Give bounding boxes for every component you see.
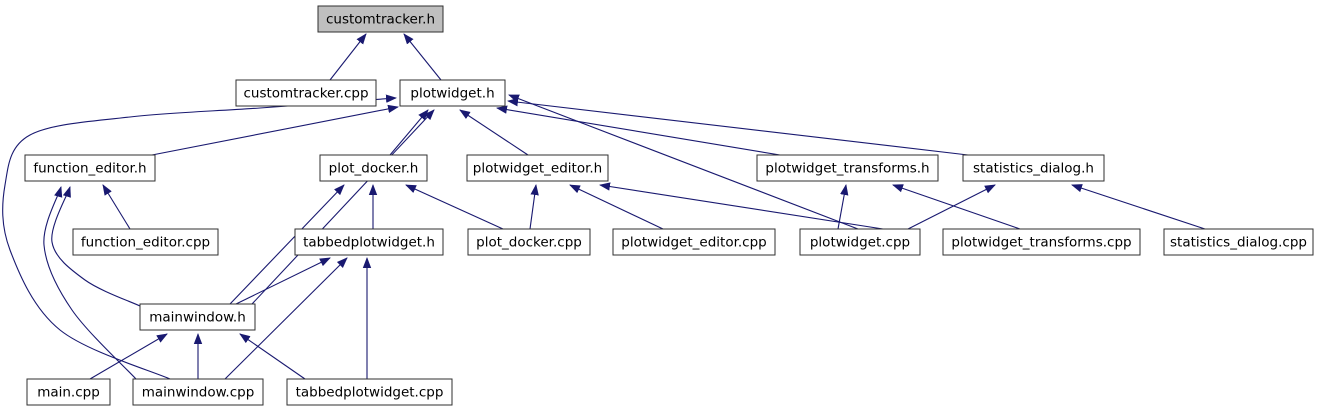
node-customtracker-cpp[interactable]: customtracker.cpp	[235, 79, 377, 107]
edge-mainwindow_h-to-plotwidget_h	[251, 109, 435, 305]
edge-mainwindow_h-to-tabbedplotwidget_h	[235, 257, 331, 305]
node-label: function_editor.cpp	[81, 235, 210, 251]
node-box[interactable]	[399, 79, 506, 107]
node-mainwindow-h[interactable]: mainwindow.h	[139, 303, 256, 331]
edge-plot_docker_cpp-to-plotwidget_editor_h	[529, 184, 539, 230]
node-label: plotwidget_transforms.cpp	[951, 235, 1131, 251]
node-plot-docker-cpp[interactable]: plot_docker.cpp	[467, 228, 591, 256]
node-label: statistics_dialog.h	[973, 161, 1094, 177]
node-label: tabbedplotwidget.h	[303, 235, 435, 251]
node-plotwidget-editor-h[interactable]: plotwidget_editor.h	[466, 154, 609, 182]
node-label: customtracker.h	[326, 12, 435, 28]
edge-function_editor_cpp-to-function_editor_h	[102, 184, 131, 230]
node-mainwindow-cpp[interactable]: mainwindow.cpp	[132, 378, 264, 406]
edge-customtracker_cpp-to-customtracker_h	[329, 33, 367, 81]
node-box[interactable]	[319, 154, 428, 182]
node-plotwidget-editor-cpp[interactable]: plotwidget_editor.cpp	[612, 228, 776, 256]
node-label: statistics_dialog.cpp	[1170, 235, 1307, 251]
node-box[interactable]	[962, 154, 1105, 182]
node-label: plotwidget_editor.h	[473, 161, 603, 177]
node-box[interactable]	[24, 154, 156, 182]
node-label: plotwidget.h	[410, 86, 494, 102]
node-label: plotwidget_editor.cpp	[621, 235, 767, 251]
edge-plotwidget_cpp-to-plotwidget_transforms_h	[837, 184, 849, 230]
edge-mainwindow_h-to-function_editor_h	[51, 186, 141, 307]
edge-statistics_dialog_cpp-to-statistics_dialog_h	[1071, 184, 1206, 230]
edge-mainwindow_cpp-to-function_editor_h	[43, 186, 137, 380]
node-plotwidget-h[interactable]: plotwidget.h	[399, 79, 506, 107]
node-label: plot_docker.h	[329, 161, 419, 177]
node-box[interactable]	[1163, 228, 1314, 256]
edge-statistics_dialog_h-to-plotwidget_h	[507, 97, 969, 156]
node-box[interactable]	[942, 228, 1141, 256]
edge-plotwidget_transforms_h-to-plotwidget_h	[496, 105, 781, 156]
edge-plotwidget_cpp-to-plotwidget_h	[508, 94, 859, 230]
node-plotwidget-transforms-h[interactable]: plotwidget_transforms.h	[756, 154, 939, 182]
node-label: mainwindow.cpp	[142, 385, 255, 401]
node-box[interactable]	[799, 228, 921, 256]
node-label: mainwindow.h	[149, 310, 246, 326]
edge-plot_docker_cpp-to-plot_docker_h	[405, 184, 504, 230]
node-tabbedplotwidget-cpp[interactable]: tabbedplotwidget.cpp	[286, 378, 453, 406]
node-statistics-dialog-h[interactable]: statistics_dialog.h	[962, 154, 1105, 182]
edge-plotwidget_editor_cpp-to-plotwidget_editor_h	[569, 184, 664, 230]
edge-plotwidget_cpp-to-statistics_dialog_h	[907, 184, 996, 230]
edge-plotwidget_editor_h-to-plotwidget_h	[459, 109, 529, 156]
node-box[interactable]	[294, 228, 444, 256]
node-box[interactable]	[235, 79, 377, 107]
edge-plotwidget_cpp-to-plotwidget_editor_h	[599, 182, 884, 230]
node-box[interactable]	[467, 228, 591, 256]
node-label: plotwidget_transforms.h	[765, 161, 929, 177]
edge-plot_docker_h-to-plotwidget_h	[389, 109, 429, 156]
node-function-editor-h[interactable]: function_editor.h	[24, 154, 156, 182]
node-box[interactable]	[132, 378, 264, 406]
node-box[interactable]	[286, 378, 453, 406]
node-label: tabbedplotwidget.cpp	[296, 385, 444, 401]
node-label: function_editor.h	[33, 161, 146, 177]
node-statistics-dialog-cpp[interactable]: statistics_dialog.cpp	[1163, 228, 1314, 256]
node-label: plotwidget.cpp	[810, 235, 910, 251]
node-box[interactable]	[466, 154, 609, 182]
node-plotwidget-cpp[interactable]: plotwidget.cpp	[799, 228, 921, 256]
node-plot-docker-h[interactable]: plot_docker.h	[319, 154, 428, 182]
node-box[interactable]	[26, 378, 111, 406]
node-box[interactable]	[72, 228, 219, 256]
node-tabbedplotwidget-h[interactable]: tabbedplotwidget.h	[294, 228, 444, 256]
node-box	[317, 5, 444, 33]
edge-main_cpp-to-mainwindow_h	[89, 333, 168, 380]
edge-plotwidget_h-to-customtracker_h	[403, 33, 442, 81]
node-main-cpp[interactable]: main.cpp	[26, 378, 111, 406]
node-customtracker-h: customtracker.h	[317, 5, 444, 33]
node-box[interactable]	[612, 228, 776, 256]
node-function-editor-cpp[interactable]: function_editor.cpp	[72, 228, 219, 256]
edge-tabbedplotwidget_cpp-to-mainwindow_h	[239, 333, 306, 380]
edge-mainwindow_cpp-to-tabbedplotwidget_h	[224, 257, 348, 380]
edge-plotwidget_transforms_cpp-to-plotwidget_transforms_h	[892, 184, 1021, 230]
node-plotwidget-transforms-cpp[interactable]: plotwidget_transforms.cpp	[942, 228, 1141, 256]
edge-mainwindow_h-to-plot_docker_h	[229, 184, 345, 305]
edge-mainwindow_cpp-to-plotwidget_h	[2, 94, 397, 380]
node-label: customtracker.cpp	[243, 86, 368, 102]
node-label: main.cpp	[37, 385, 100, 401]
node-box[interactable]	[756, 154, 939, 182]
node-box[interactable]	[139, 303, 256, 331]
node-label: plot_docker.cpp	[476, 235, 582, 251]
edge-function_editor_h-to-plotwidget_h	[151, 104, 399, 156]
